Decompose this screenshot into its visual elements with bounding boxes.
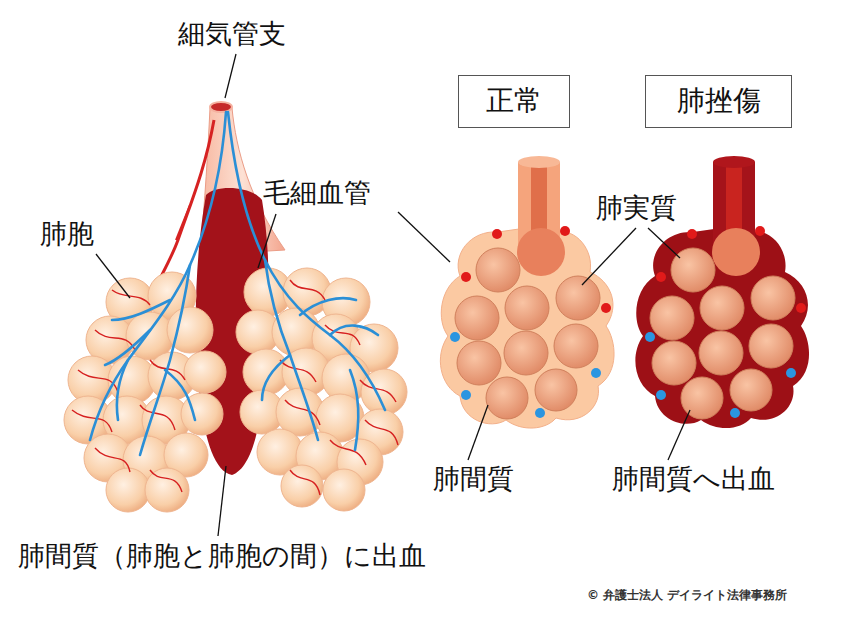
structure-label: 肺実質 bbox=[596, 192, 677, 223]
box-title: 正常 bbox=[486, 86, 542, 117]
structure-label: 肺胞 bbox=[40, 218, 94, 249]
structure-label: 毛細血管 bbox=[263, 177, 371, 208]
caption-label: 肺間質（肺胞と肺胞の間）に出血 bbox=[18, 540, 426, 571]
title-box: 正常 bbox=[458, 75, 570, 128]
title-box: 肺挫傷 bbox=[645, 75, 792, 128]
structure-label: 肺間質 bbox=[433, 463, 514, 494]
structure-label: 細気管支 bbox=[178, 18, 286, 49]
copyright-note: © 弁護士法人 デイライト法律事務所 bbox=[587, 589, 787, 603]
box-title: 肺挫傷 bbox=[677, 86, 761, 117]
structure-label: 肺間質へ出血 bbox=[612, 463, 775, 494]
